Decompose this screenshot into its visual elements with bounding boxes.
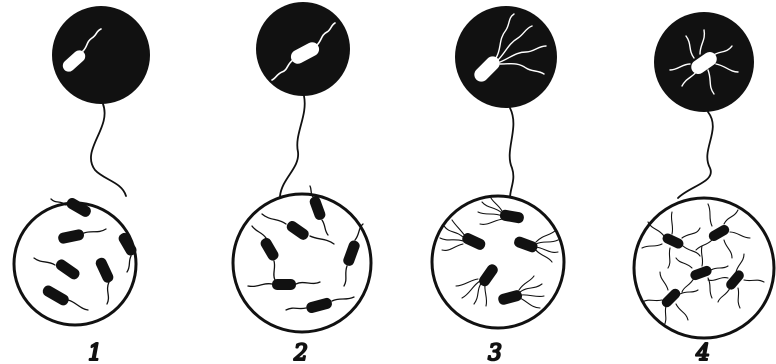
panel-2-label: 2 [293, 341, 308, 364]
panel-1-connector [91, 104, 126, 196]
panel-1-label: 1 [88, 341, 102, 364]
panel-3: 3 [432, 6, 564, 364]
panel-1-magnified-circle [52, 6, 150, 104]
panel-4-connector [678, 112, 713, 198]
panel-2-connector [280, 96, 305, 196]
panel-4: 4 [634, 12, 774, 364]
panel-3-magnified-circle [455, 6, 557, 108]
panel-2: 2 [233, 2, 371, 364]
panel-3-connector [510, 108, 514, 198]
panel-3-field-circle [432, 196, 564, 328]
panel-3-label: 3 [488, 341, 502, 364]
panel-1: 1 [14, 6, 150, 364]
panel-4-label: 4 [695, 341, 710, 364]
panel-1-field-circle [14, 203, 136, 325]
